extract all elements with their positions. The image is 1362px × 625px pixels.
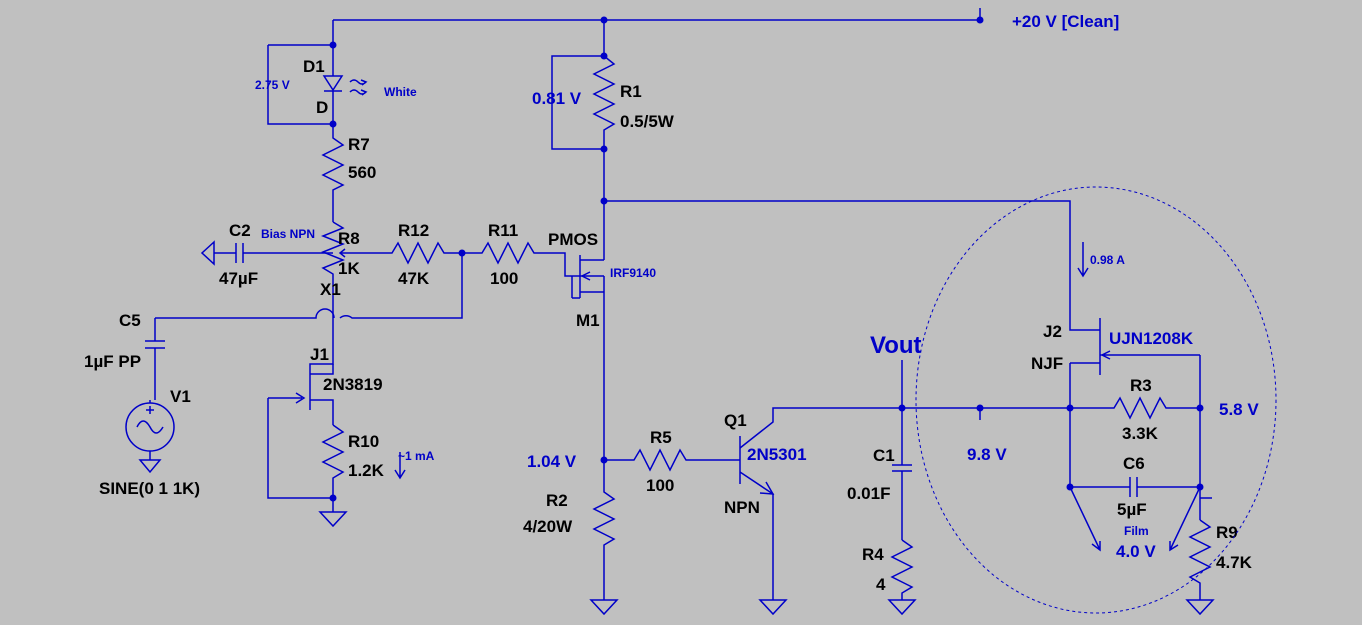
j2-current-arrow (1077, 242, 1089, 278)
r1-ref: R1 (620, 82, 642, 101)
c1-ref: C1 (873, 446, 895, 465)
r5-value: 100 (646, 476, 674, 495)
d1-model: D (316, 98, 328, 117)
r9-value: 4.7K (1216, 553, 1253, 572)
c2-capacitor (200, 240, 333, 266)
r1-value: 0.5/5W (620, 112, 675, 131)
r3-ref: R3 (1130, 376, 1152, 395)
m1-model: IRF9140 (610, 266, 656, 280)
x1-crossover (155, 253, 463, 360)
r2-resistor (589, 456, 619, 616)
d1-ref: D1 (303, 57, 325, 76)
vout-label: Vout (870, 332, 922, 359)
x1-ref: X1 (320, 280, 341, 299)
j1-jfet (267, 360, 337, 502)
r2-value: 4/20W (523, 517, 573, 536)
j2-type: NJF (1031, 354, 1063, 373)
r7-ref: R7 (348, 135, 370, 154)
q1-npn (739, 407, 902, 616)
r4-resistor (887, 539, 917, 616)
r4-ref: R4 (862, 545, 884, 564)
v1-value: SINE(0 1 1K) (99, 479, 200, 498)
j1-ref: J1 (310, 345, 329, 364)
j2-current: 0.98 A (1090, 253, 1125, 267)
v1-ref: V1 (170, 387, 191, 406)
d1-led (267, 41, 368, 128)
c6-note: Film (1124, 524, 1149, 538)
j1-model: 2N3819 (323, 375, 383, 394)
r9-resistor (1185, 519, 1215, 616)
c6-capacitor (1066, 408, 1212, 552)
r12-resistor (352, 241, 466, 265)
c6-value: 5µF (1117, 500, 1147, 519)
r7-value: 560 (348, 163, 376, 182)
r11-resistor (462, 241, 580, 277)
r10-value: 1.2K (348, 461, 385, 480)
c5-ref: C5 (119, 311, 141, 330)
r12-ref: R12 (398, 221, 429, 240)
supply-rail (332, 8, 984, 45)
q1-ref: Q1 (724, 411, 747, 430)
r11-value: 100 (490, 269, 518, 288)
j2-model: UJN1208K (1109, 329, 1194, 348)
d1-voltage: 2.75 V (255, 78, 290, 92)
j2-njf (1066, 318, 1201, 412)
d1-light-label: White (384, 85, 417, 99)
highlight-ellipse (915, 186, 1277, 614)
r10-current: ~1 mA (398, 449, 435, 463)
r12-value: 47K (398, 269, 430, 288)
j2-ref: J2 (1043, 322, 1062, 341)
r8-ref: R8 (338, 229, 360, 248)
r5-ref: R5 (650, 428, 672, 447)
c1-capacitor (892, 408, 912, 540)
r3-voltage: 5.8 V (1219, 400, 1259, 419)
c5-capacitor (145, 318, 165, 400)
r2-voltage: 1.04 V (527, 452, 577, 471)
supply-label: +20 V [Clean] (1012, 12, 1119, 31)
q1-model: 2N5301 (747, 445, 807, 464)
r1-resistor (551, 20, 616, 205)
r10-ref: R10 (348, 432, 379, 451)
c2-ref: C2 (229, 221, 251, 240)
r3-resistor (1070, 396, 1204, 420)
c2-note: Bias NPN (261, 227, 315, 241)
r4-value: 4 (876, 575, 886, 594)
wire-j2-drain (604, 200, 1071, 318)
c2-value: 47µF (219, 269, 258, 288)
r11-ref: R11 (488, 221, 518, 240)
vout-node (898, 360, 1070, 420)
r8-potentiometer (320, 221, 352, 288)
m1-ref: M1 (576, 311, 600, 330)
vout-voltage: 9.8 V (967, 445, 1007, 464)
r5-resistor (604, 448, 740, 472)
c6-voltage: 4.0 V (1116, 542, 1156, 561)
r8-value: 1K (338, 259, 360, 278)
r9-ref: R9 (1216, 523, 1238, 542)
q1-type: NPN (724, 498, 760, 517)
c6-ref: C6 (1123, 454, 1145, 473)
r1-voltage: 0.81 V (532, 89, 582, 108)
m1-pmos (571, 201, 605, 460)
r7-resistor (321, 124, 345, 222)
r3-value: 3.3K (1122, 424, 1159, 443)
r10-resistor (318, 424, 406, 528)
m1-type: PMOS (548, 230, 598, 249)
r2-ref: R2 (546, 491, 568, 510)
c5-value: 1µF PP (84, 352, 141, 371)
v1-source (125, 400, 175, 474)
c1-value: 0.01F (847, 484, 890, 503)
